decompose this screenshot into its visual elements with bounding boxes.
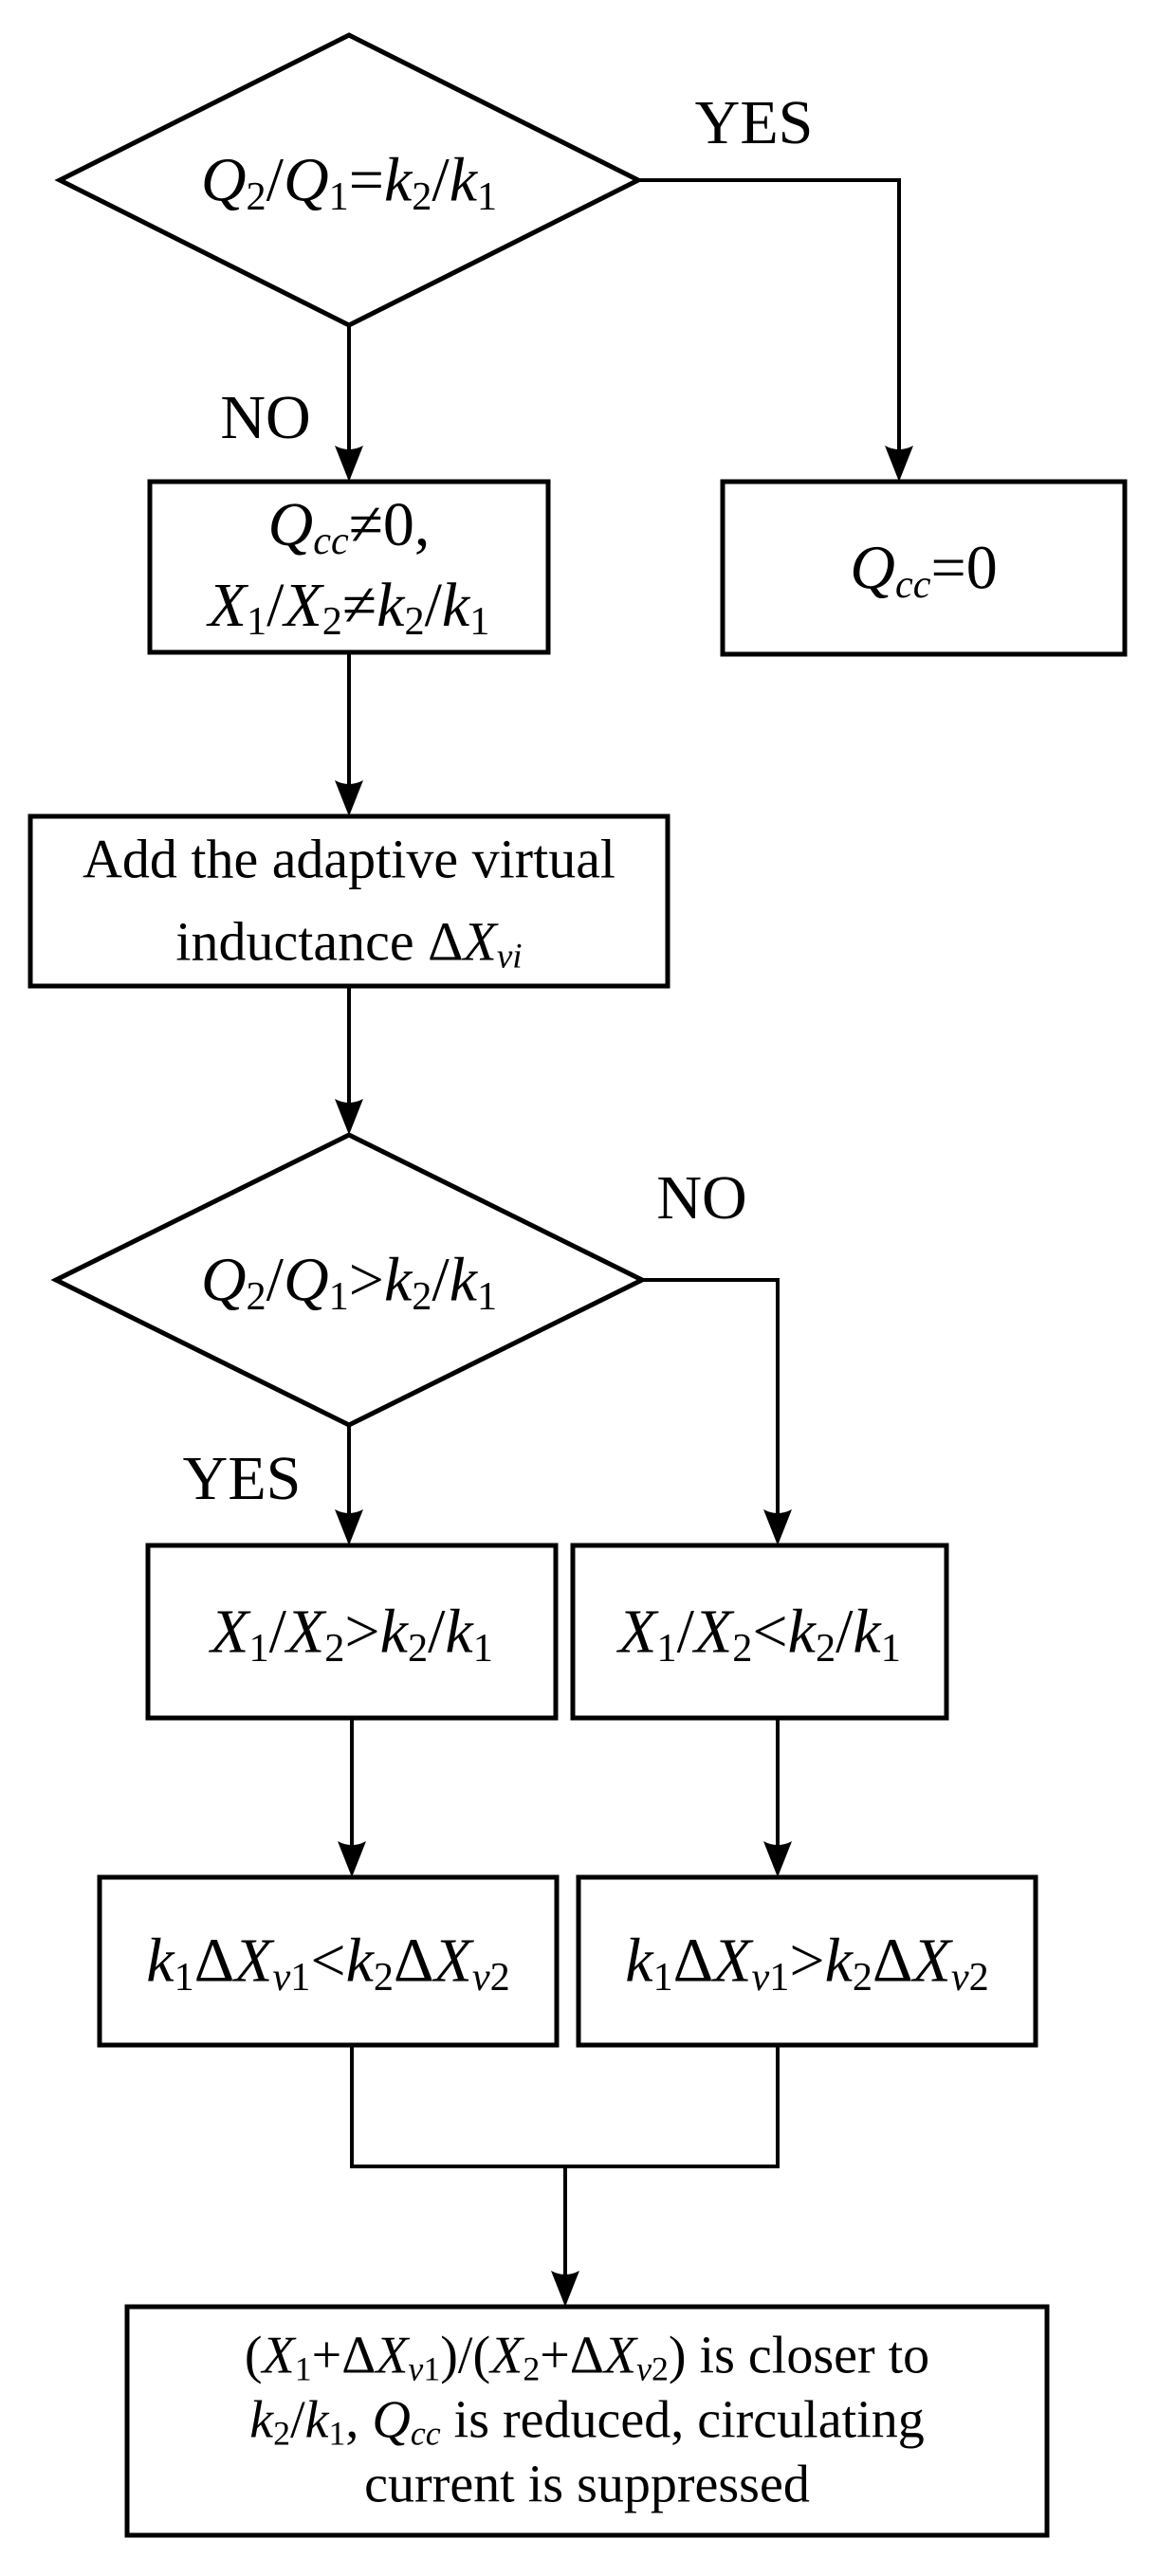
box-x-ratio-greater-label: X1/X2>k2/k1 <box>211 1597 493 1671</box>
box-conclusion-line2: k2/k1, Qcc is reduced, circulating <box>249 2390 925 2453</box>
box-add-inductance-line2: inductance ΔXvi <box>175 910 523 977</box>
box-add-inductance-label: Add the adaptive virtual inductance ΔXvi <box>83 818 615 984</box>
decision1-yes-connector <box>638 178 901 455</box>
box-x-ratio-less-label: X1/X2<k2/k1 <box>618 1597 901 1671</box>
box-qcc-zero-rect <box>720 479 1128 657</box>
decision2-diamond <box>50 1132 648 1428</box>
decision1-diamond <box>54 32 644 328</box>
box-add-inductance-rect <box>28 813 670 989</box>
box-add-inductance-line1: Add the adaptive virtual <box>82 828 616 890</box>
decision2-yes-label: YES <box>182 1443 302 1513</box>
arrowhead-into-add-inductance <box>335 780 363 816</box>
box-x-ratio-greater-rect <box>145 1543 559 1721</box>
box-qcc-nonzero-line2: X1/X2≠k2/k1 <box>208 571 490 645</box>
decision2-condition: Q2/Q1>k2/k1 <box>200 1245 498 1319</box>
arrowhead-into-x-greater <box>335 1509 363 1545</box>
arrowhead-into-conclusion <box>551 2271 579 2307</box>
box-conclusion-label: (X1+ΔXv1)/(X2+ΔXv2) is closer to k2/k1, … <box>245 2325 929 2515</box>
box-qcc-nonzero-label: Qcc≠0, X1/X2≠k2/k1 <box>209 486 490 648</box>
box-x-ratio-less-rect <box>570 1543 949 1721</box>
box-kdx-greater-rect <box>576 1874 1038 2048</box>
arrowhead-into-x-less <box>763 1509 792 1545</box>
box-kdx-less-label: k1ΔXv1<k2ΔXv2 <box>146 1926 510 2000</box>
box-kdx-greater-label: k1ΔXv1>k2ΔXv2 <box>625 1926 989 2000</box>
arrowhead-into-qcc-nonzero <box>335 446 363 482</box>
arrowhead-into-qcc-zero <box>885 446 913 482</box>
decision2-no-connector <box>642 1278 780 1519</box>
arrowhead-into-kdx-less <box>338 1841 366 1877</box>
box-qcc-zero-label: Qcc=0 <box>850 533 998 607</box>
box-conclusion-line3: current is suppressed <box>364 2455 810 2514</box>
arrowhead-into-decision2 <box>335 1099 363 1135</box>
arrowhead-into-kdx-greater <box>763 1841 792 1877</box>
box-qcc-nonzero-line1: Qcc≠0, <box>267 489 431 564</box>
decision1-no-label: NO <box>220 382 311 452</box>
box-conclusion-rect <box>124 2304 1050 2538</box>
decision2-no-label: NO <box>656 1162 747 1233</box>
box-kdx-less-rect <box>97 1874 560 2048</box>
decision1-yes-label: YES <box>694 87 814 157</box>
decision1-condition: Q2/Q1=k2/k1 <box>200 145 498 219</box>
box-conclusion-line1: (X1+ΔXv1)/(X2+ΔXv2) is closer to <box>244 2326 930 2388</box>
box-qcc-nonzero-rect <box>147 479 551 655</box>
